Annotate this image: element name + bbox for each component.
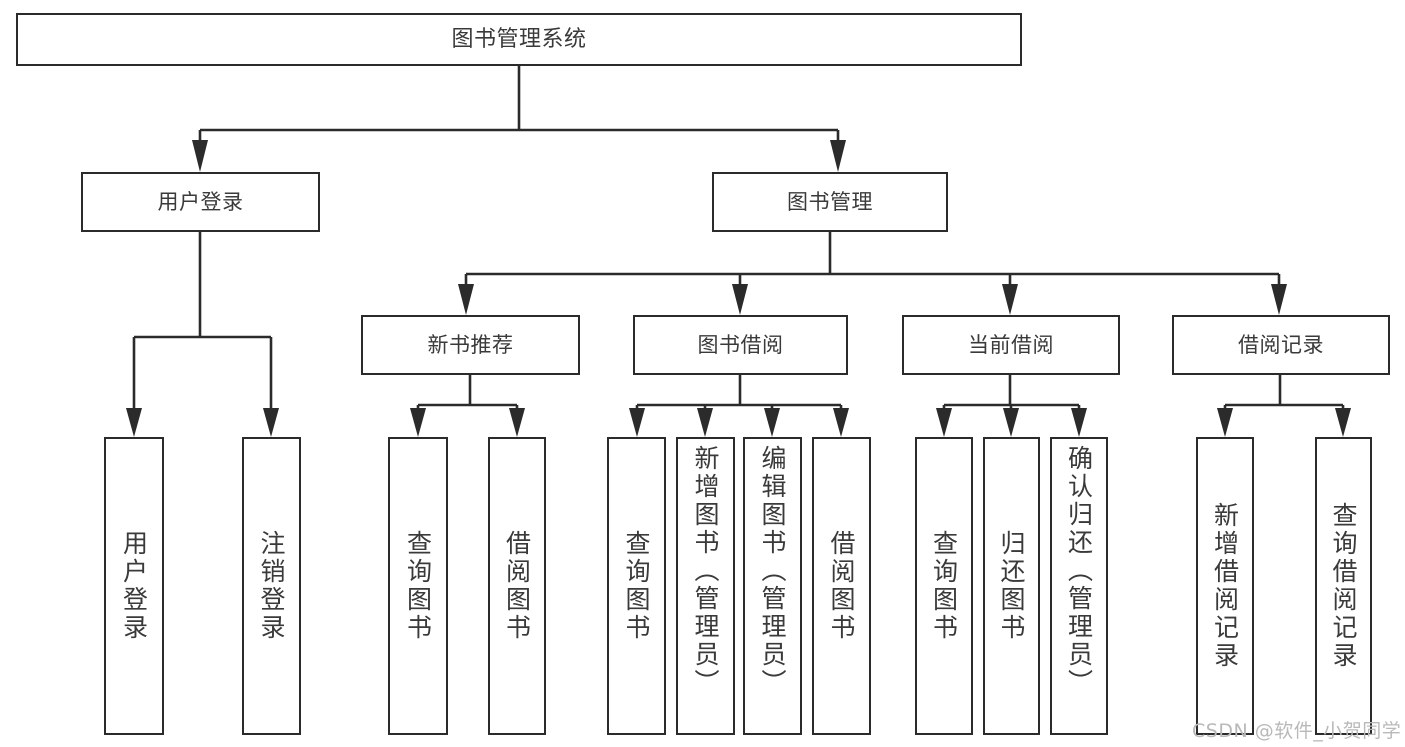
node-label: 编辑图书（管理员） — [758, 445, 787, 697]
node-label: 注销登录 — [257, 530, 286, 642]
node-label: 查询图书 — [622, 530, 651, 642]
leaf-return-book[interactable]: 归还图书 — [983, 437, 1040, 735]
leaf-query-book-borrow[interactable]: 查询图书 — [607, 437, 666, 735]
leaf-add-book-admin[interactable]: 新增图书（管理员） — [676, 437, 735, 735]
node-user-login[interactable]: 用户登录 — [81, 172, 320, 232]
leaf-borrow-book[interactable]: 借阅图书 — [812, 437, 871, 735]
leaf-logout[interactable]: 注销登录 — [242, 437, 301, 735]
node-book-management[interactable]: 图书管理 — [712, 172, 948, 232]
leaf-confirm-return-admin[interactable]: 确认归还（管理员） — [1050, 437, 1108, 735]
leaf-query-book-recommend[interactable]: 查询图书 — [388, 437, 448, 735]
node-label: 新增图书（管理员） — [691, 445, 720, 697]
node-label: 用户登录 — [157, 189, 244, 214]
node-label: 查询借阅记录 — [1329, 502, 1358, 670]
node-label: 查询图书 — [403, 530, 433, 642]
node-label: 查询图书 — [929, 530, 959, 642]
node-label: 图书借阅 — [697, 332, 784, 357]
node-label: 借阅图书 — [502, 530, 532, 642]
node-new-book-recommend[interactable]: 新书推荐 — [361, 315, 580, 375]
node-label: 当前借阅 — [968, 332, 1054, 357]
leaf-query-borrow-record[interactable]: 查询借阅记录 — [1315, 437, 1372, 735]
leaf-user-login[interactable]: 用户登录 — [104, 437, 164, 735]
node-label: 图书管理系统 — [451, 26, 587, 52]
node-label: 归还图书 — [997, 530, 1026, 642]
leaf-add-borrow-record[interactable]: 新增借阅记录 — [1196, 437, 1254, 735]
arrowheads — [126, 140, 1351, 437]
leaf-query-book-current[interactable]: 查询图书 — [915, 437, 973, 735]
node-label: 借阅记录 — [1238, 332, 1324, 357]
node-root-system[interactable]: 图书管理系统 — [16, 13, 1022, 66]
leaf-edit-book-admin[interactable]: 编辑图书（管理员） — [743, 437, 802, 735]
node-borrow-records[interactable]: 借阅记录 — [1172, 315, 1390, 375]
node-label: 用户登录 — [119, 530, 149, 642]
node-label: 借阅图书 — [827, 530, 856, 642]
node-label: 新书推荐 — [427, 332, 514, 357]
leaf-borrow-book-recommend[interactable]: 借阅图书 — [488, 437, 546, 735]
node-book-borrow[interactable]: 图书借阅 — [633, 315, 848, 375]
node-label: 图书管理 — [787, 189, 873, 214]
node-label: 新增借阅记录 — [1210, 502, 1240, 670]
node-label: 确认归还（管理员） — [1064, 445, 1094, 697]
node-current-borrow[interactable]: 当前借阅 — [902, 315, 1120, 375]
